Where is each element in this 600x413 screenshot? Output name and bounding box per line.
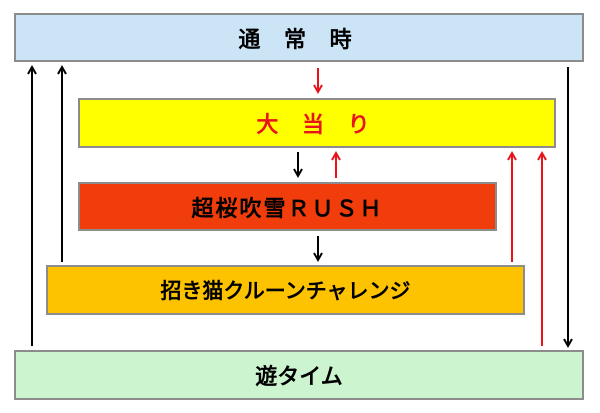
node-challenge-label: 招き猫クルーンチャレンジ bbox=[160, 279, 411, 303]
node-normal-label: 通 常 時 bbox=[238, 27, 360, 53]
node-normal-state: 通 常 時 bbox=[14, 13, 584, 62]
node-jackpot: 大 当 り bbox=[78, 98, 556, 148]
node-rush: 超桜吹雪ＲＵＳＨ bbox=[78, 182, 497, 231]
node-rush-label: 超桜吹雪ＲＵＳＨ bbox=[191, 196, 384, 222]
node-challenge: 招き猫クルーンチャレンジ bbox=[46, 265, 525, 315]
node-asobi-label: 遊タイム bbox=[255, 365, 343, 390]
node-jackpot-label: 大 当 り bbox=[256, 113, 378, 138]
node-asobi-time: 遊タイム bbox=[14, 350, 584, 400]
